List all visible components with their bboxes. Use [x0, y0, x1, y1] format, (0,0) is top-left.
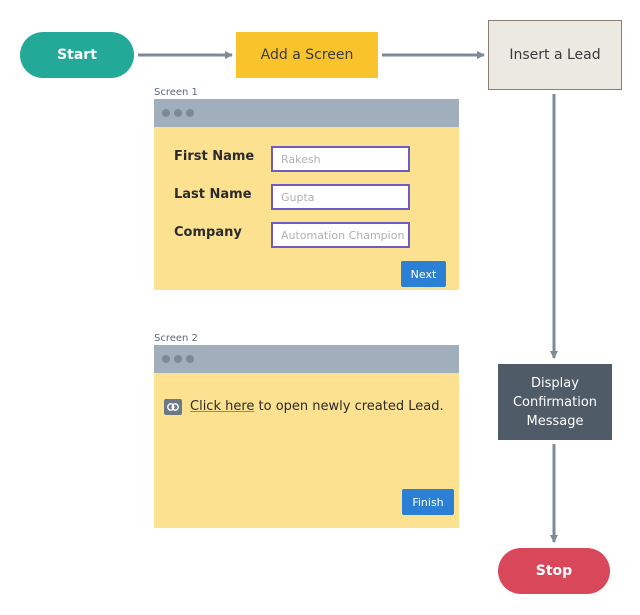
- start-node: Start: [20, 32, 134, 78]
- last-name-label: Last Name: [174, 187, 252, 202]
- screen1-caption: Screen 1: [154, 87, 198, 98]
- link-icon: [164, 399, 182, 415]
- screen2-caption: Screen 2: [154, 333, 198, 344]
- screen2-titlebar: [154, 345, 459, 373]
- finish-button[interactable]: Finish: [402, 489, 454, 515]
- screen2-body: Click here to open newly created Lead. F…: [154, 373, 459, 528]
- window-dot-icon: [186, 109, 194, 117]
- screen2-window: Click here to open newly created Lead. F…: [154, 345, 459, 528]
- first-name-label: First Name: [174, 149, 255, 164]
- company-label: Company: [174, 225, 242, 240]
- message-text: to open newly created Lead.: [254, 399, 444, 414]
- insert-lead-node: Insert a Lead: [488, 20, 622, 90]
- start-label: Start: [57, 47, 97, 63]
- display-line-1: Display: [531, 375, 579, 391]
- company-value: Automation Champion: [281, 228, 405, 242]
- window-dot-icon: [162, 355, 170, 363]
- confirmation-message: Click here to open newly created Lead.: [190, 399, 444, 414]
- display-confirmation-node: Display Confirmation Message: [498, 364, 612, 440]
- window-dot-icon: [174, 109, 182, 117]
- screen1-titlebar: [154, 99, 459, 127]
- first-name-value: Rakesh: [281, 152, 321, 166]
- stop-label: Stop: [535, 563, 573, 579]
- company-input[interactable]: Automation Champion: [271, 222, 410, 248]
- screen1-window: First Name Rakesh Last Name Gupta Compan…: [154, 99, 459, 290]
- window-dot-icon: [174, 355, 182, 363]
- add-screen-node: Add a Screen: [236, 32, 378, 78]
- next-button[interactable]: Next: [401, 261, 446, 287]
- display-line-3: Message: [526, 413, 584, 429]
- window-dot-icon: [186, 355, 194, 363]
- first-name-input[interactable]: Rakesh: [271, 146, 410, 172]
- display-line-2: Confirmation: [512, 394, 598, 410]
- last-name-value: Gupta: [281, 190, 315, 204]
- last-name-input[interactable]: Gupta: [271, 184, 410, 210]
- screen1-body: First Name Rakesh Last Name Gupta Compan…: [154, 127, 459, 290]
- stop-node: Stop: [498, 548, 610, 594]
- insert-lead-label: Insert a Lead: [509, 47, 601, 63]
- click-here-link[interactable]: Click here: [190, 399, 255, 414]
- window-dot-icon: [162, 109, 170, 117]
- add-screen-label: Add a Screen: [260, 47, 354, 63]
